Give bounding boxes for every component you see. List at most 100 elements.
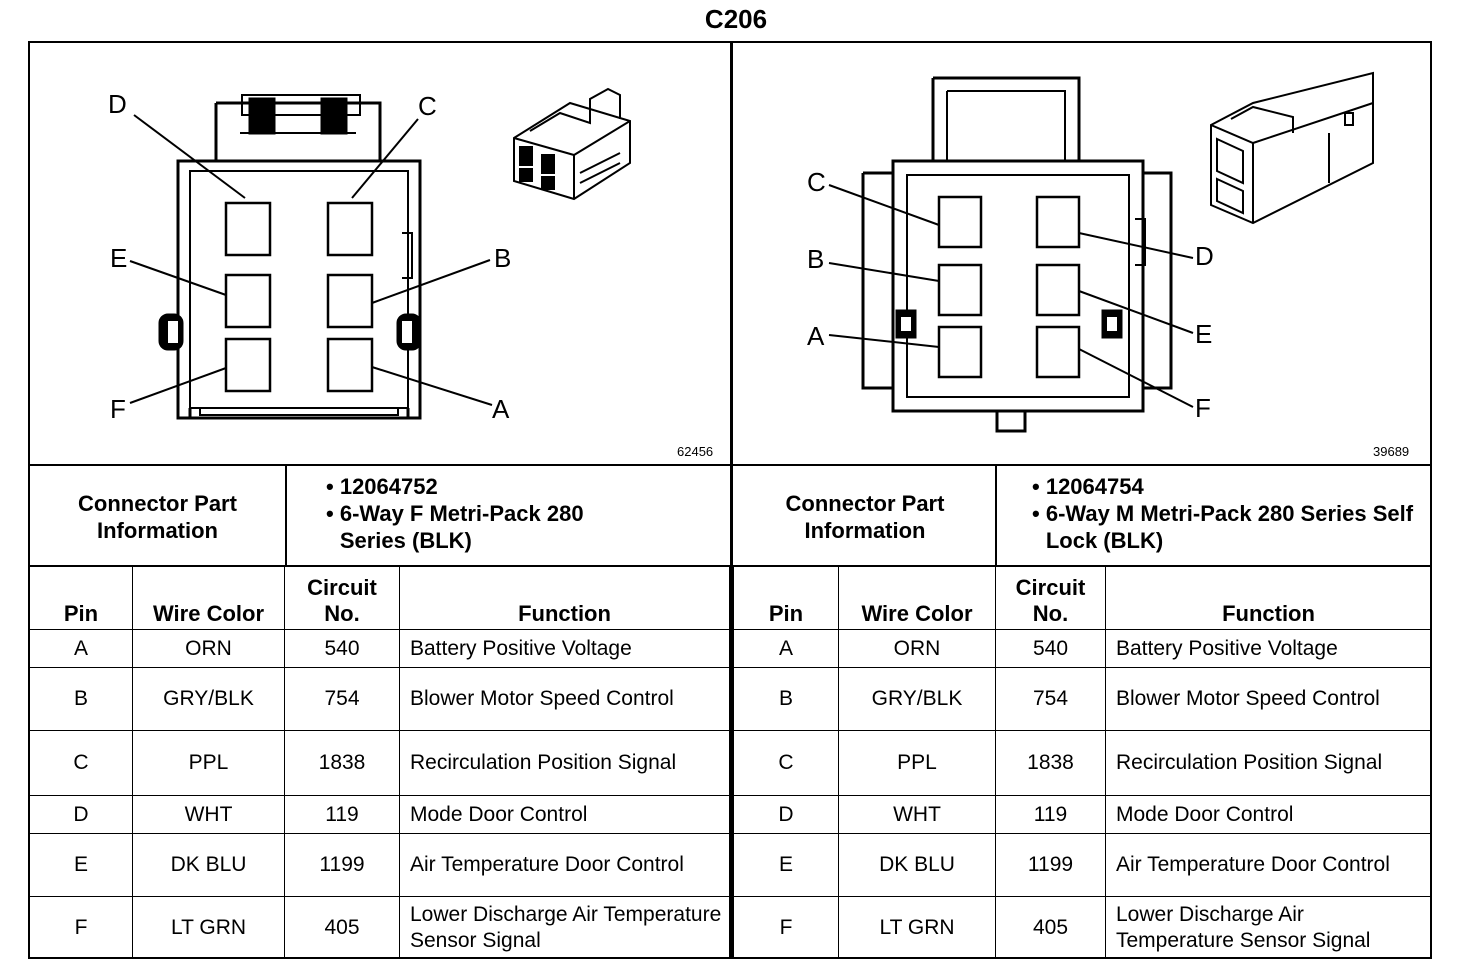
function-cell: Battery Positive Voltage bbox=[1105, 629, 1432, 668]
circuit-cell: 540 bbox=[995, 629, 1106, 668]
info-divider bbox=[28, 565, 1432, 567]
cavity-e bbox=[1035, 263, 1081, 317]
wire-color-cell: LT GRN bbox=[838, 896, 996, 959]
column-header-wire-color: Wire Color bbox=[132, 566, 285, 630]
circuit-cell: 540 bbox=[284, 629, 400, 668]
table-header-row: Pin Wire Color Circuit No. Function bbox=[29, 566, 730, 630]
pin-label-c: C bbox=[418, 91, 437, 121]
circuit-cell: 754 bbox=[284, 667, 400, 731]
female-connector-isometric-icon bbox=[513, 87, 631, 201]
circuit-cell: 754 bbox=[995, 667, 1106, 731]
cavity-e bbox=[224, 273, 272, 329]
female-connector-diagram: D C E B F A bbox=[108, 87, 631, 424]
info-item: • 12064754 bbox=[1032, 474, 1144, 499]
pin-cell: D bbox=[733, 795, 839, 834]
function-cell: Battery Positive Voltage bbox=[399, 629, 730, 668]
pin-cell: F bbox=[29, 896, 133, 959]
pin-label-a: A bbox=[807, 321, 825, 351]
pin-label-f: F bbox=[1195, 393, 1211, 423]
cavity-b bbox=[326, 273, 374, 329]
circuit-cell: 119 bbox=[284, 795, 400, 834]
circuit-cell: 119 bbox=[995, 795, 1106, 834]
male-connector-body bbox=[861, 76, 1173, 433]
circuit-cell: 405 bbox=[284, 896, 400, 959]
pin-label-a: A bbox=[492, 394, 510, 424]
table-row: D WHT 119 Mode Door Control bbox=[29, 795, 730, 834]
male-connector-isometric-icon bbox=[1210, 71, 1374, 225]
circuit-cell: 1838 bbox=[284, 730, 400, 796]
column-header-circuit-no: Circuit No. bbox=[284, 566, 400, 630]
wire-color-cell: PPL bbox=[838, 730, 996, 796]
pin-table-right: Pin Wire Color Circuit No. Function A OR… bbox=[733, 566, 1432, 959]
male-pin-cavities bbox=[937, 195, 1081, 379]
function-cell: Blower Motor Speed Control bbox=[1105, 667, 1432, 731]
wire-color-cell: ORN bbox=[132, 629, 285, 668]
pin-cell: E bbox=[29, 833, 133, 897]
cavity-a bbox=[937, 325, 983, 379]
wire-color-cell: WHT bbox=[838, 795, 996, 834]
connector-part-info-list-right: • 12064754 • 6-Way M Metri-Pack 280 Seri… bbox=[1032, 473, 1421, 554]
column-header-function: Function bbox=[399, 566, 730, 630]
figure-id-left: 62456 bbox=[677, 444, 714, 459]
pin-cell: B bbox=[733, 667, 839, 731]
circuit-cell: 1199 bbox=[995, 833, 1106, 897]
diagram-divider bbox=[28, 464, 1432, 466]
wire-color-cell: LT GRN bbox=[132, 896, 285, 959]
pin-cell: E bbox=[733, 833, 839, 897]
pin-cell: C bbox=[29, 730, 133, 796]
pin-cell: F bbox=[733, 896, 839, 959]
pin-label-e: E bbox=[1195, 319, 1212, 349]
table-row: E DK BLU 1199 Air Temperature Door Contr… bbox=[733, 833, 1432, 897]
pin-cell: A bbox=[29, 629, 133, 668]
male-connector-diagram: C D B E A F bbox=[807, 71, 1374, 433]
female-pin-labels: D C E B F A bbox=[108, 89, 511, 424]
cavity-d bbox=[224, 201, 272, 257]
function-cell: Air Temperature Door Control bbox=[1105, 833, 1432, 897]
table-row: F LT GRN 405 Lower Discharge Air Tempera… bbox=[29, 896, 730, 959]
pin-label-d: D bbox=[108, 89, 127, 119]
column-header-wire-color: Wire Color bbox=[838, 566, 996, 630]
cavity-f bbox=[1035, 325, 1081, 379]
column-header-pin: Pin bbox=[29, 566, 133, 630]
pin-cell: D bbox=[29, 795, 133, 834]
pin-cell: B bbox=[29, 667, 133, 731]
function-cell: Recirculation Position Signal bbox=[399, 730, 730, 796]
pin-label-e: E bbox=[110, 243, 127, 273]
table-row: B GRY/BLK 754 Blower Motor Speed Control bbox=[29, 667, 730, 731]
male-pin-labels: C D B E A F bbox=[807, 167, 1214, 423]
cavity-c bbox=[937, 195, 983, 249]
connector-part-info-label-left: Connector Part Information bbox=[78, 491, 237, 543]
function-cell: Lower Discharge Air Temperature Sensor S… bbox=[399, 896, 730, 959]
function-cell: Recirculation Position Signal bbox=[1105, 730, 1432, 796]
function-cell: Lower Discharge Air Temperature Sensor S… bbox=[1105, 896, 1432, 959]
male-leader-lines bbox=[828, 184, 1194, 408]
info-item: • 12064752 bbox=[326, 474, 438, 499]
table-row: A ORN 540 Battery Positive Voltage bbox=[29, 629, 730, 668]
table-row: F LT GRN 405 Lower Discharge Air Tempera… bbox=[733, 896, 1432, 959]
table-row: E DK BLU 1199 Air Temperature Door Contr… bbox=[29, 833, 730, 897]
female-connector-body bbox=[158, 94, 422, 420]
pin-cell: A bbox=[733, 629, 839, 668]
connector-part-info-label-right: Connector Part Information bbox=[785, 491, 945, 543]
wire-color-cell: DK BLU bbox=[132, 833, 285, 897]
cavity-c bbox=[326, 201, 374, 257]
female-leader-lines bbox=[129, 114, 493, 406]
wire-color-cell: GRY/BLK bbox=[838, 667, 996, 731]
wire-color-cell: DK BLU bbox=[838, 833, 996, 897]
info-item: • 6-Way F Metri-Pack 280 Series (BLK) bbox=[326, 501, 584, 553]
pin-label-d: D bbox=[1195, 241, 1214, 271]
connector-part-info-list-left: • 12064752 • 6-Way F Metri-Pack 280 Seri… bbox=[326, 473, 590, 554]
cavity-d bbox=[1035, 195, 1081, 249]
table-header-row: Pin Wire Color Circuit No. Function bbox=[733, 566, 1432, 630]
pin-label-f: F bbox=[110, 394, 126, 424]
table-row: C PPL 1838 Recirculation Position Signal bbox=[29, 730, 730, 796]
column-header-circuit-no: Circuit No. bbox=[995, 566, 1106, 630]
column-header-function: Function bbox=[1105, 566, 1432, 630]
function-cell: Air Temperature Door Control bbox=[399, 833, 730, 897]
table-row: A ORN 540 Battery Positive Voltage bbox=[733, 629, 1432, 668]
pin-label-b: B bbox=[494, 243, 511, 273]
circuit-cell: 1199 bbox=[284, 833, 400, 897]
circuit-cell: 1838 bbox=[995, 730, 1106, 796]
function-cell: Mode Door Control bbox=[1105, 795, 1432, 834]
function-cell: Blower Motor Speed Control bbox=[399, 667, 730, 731]
